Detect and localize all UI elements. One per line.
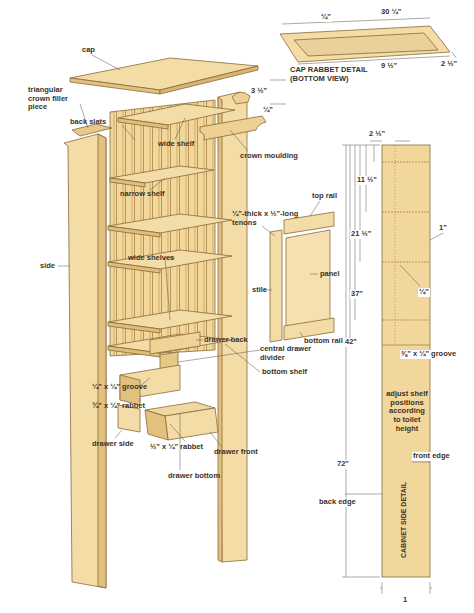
side: [64, 134, 106, 588]
part-label: ½" x ¼" rabbet: [150, 443, 206, 452]
part-label: 2 ½": [368, 130, 386, 139]
part-label: 1: [402, 596, 408, 605]
crown-moulding: [200, 116, 266, 140]
part-label: top rail: [312, 192, 337, 201]
part-label: front edge: [412, 452, 451, 461]
part-label: 11 ½": [356, 176, 378, 185]
part-label: 42": [344, 338, 358, 347]
part-label: CABINET SIDE DETAIL: [400, 482, 408, 558]
part-label: bottom shelf: [262, 368, 307, 377]
part-label: triangular crown filler piece: [28, 86, 86, 112]
part-label: panel: [320, 270, 340, 279]
part-label: adjust shelf positions according to toil…: [386, 390, 428, 433]
part-label: 37": [350, 290, 364, 299]
part-label: ¼": [320, 13, 332, 22]
part-label: drawer bottom: [168, 472, 220, 481]
part-label: wide shelf: [158, 140, 194, 149]
part-label: stile: [252, 286, 267, 295]
panel: [286, 230, 330, 330]
part-label: crown moulding: [240, 152, 298, 161]
part-label: ¼" x ¼" groove: [92, 383, 150, 392]
part-label: 30 ¼": [380, 8, 402, 17]
part-label: drawer front: [214, 448, 258, 457]
drawer-front: [165, 408, 218, 440]
part-label: 21 ½": [350, 230, 372, 239]
part-label: back slats: [70, 118, 106, 127]
side-detail: [382, 145, 430, 577]
part-label: drawer back: [204, 336, 248, 345]
side-right: [218, 92, 247, 562]
part-label: ¾" x ¼" rabbet: [92, 402, 148, 411]
part-label: narrow shelf: [120, 190, 165, 199]
part-label: 3 ½": [250, 87, 268, 96]
part-label: ⅜" x ¼" groove: [400, 350, 462, 359]
part-label: side: [40, 262, 55, 271]
cap-detail: [280, 26, 450, 62]
stile: [270, 230, 282, 342]
part-label: central drawer divider: [260, 345, 320, 362]
part-label: 1": [438, 224, 448, 233]
part-label: cap: [82, 46, 95, 55]
part-label: 2 ½": [440, 60, 458, 69]
part-label: drawer side: [92, 440, 134, 449]
part-label: ¼": [262, 106, 274, 115]
part-label: 72": [336, 460, 350, 469]
part-label: back edge: [318, 498, 357, 507]
part-label: ¼"-thick x ½"-long tenons: [232, 210, 318, 227]
part-label: wide shelves: [128, 254, 174, 263]
part-label: 9 ½": [380, 62, 398, 71]
part-label: ¼": [418, 288, 430, 297]
